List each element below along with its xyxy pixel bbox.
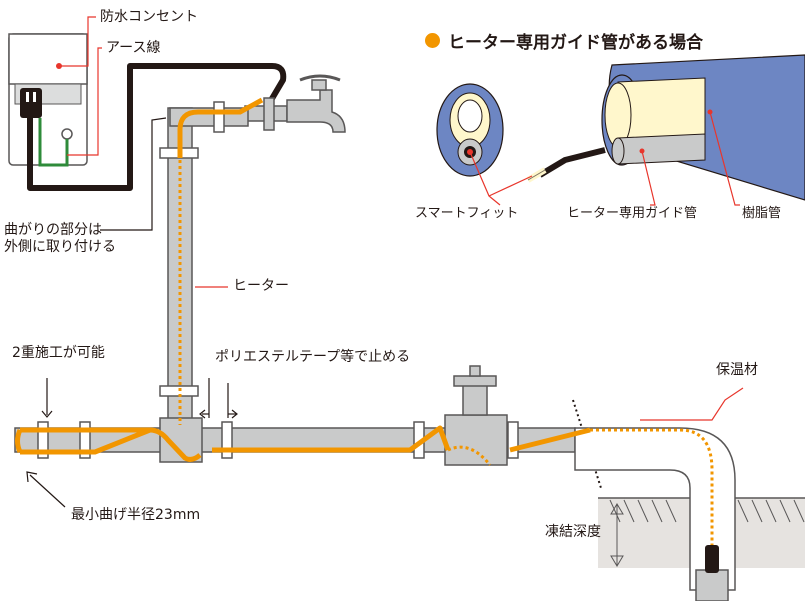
ground-wire-label: アース線 [106,40,161,56]
double-install-label: 2重施工が可能 [12,345,105,361]
heater-cable [15,97,591,462]
riser-pipe [159,101,249,427]
inset-cross-section [436,54,805,206]
ground-wire [38,118,69,167]
waterproof-outlet-label: 防水コンセント [100,9,198,25]
waterproof-outlet-box [8,33,88,166]
inset-title: ヒーター専用ガイド管がある場合 [425,28,703,53]
min-bend-radius-label: 最小曲げ半径23mm [71,507,201,523]
power-cord [27,63,287,191]
orange-bullet-icon [425,33,440,48]
frost-depth-label: 凍結深度 [545,524,601,540]
heater-end-cap [705,545,719,573]
gate-valve [444,365,508,466]
guide-pipe-label: ヒーター専用ガイド管 [567,206,698,221]
black-leaders [26,117,238,508]
bend-note-line-1: 曲がりの部分は [4,222,102,238]
tape-note-label: ポリエステルテープ等で止める [215,349,411,365]
heater-dotted-path [178,160,714,545]
bend-note-line-2: 外側に取り付ける [4,239,116,255]
resin-pipe-label: 樹脂管 [742,206,782,221]
inset-title-text: ヒーター専用ガイド管がある場合 [448,33,703,53]
bend-note-label: 曲がりの部分は 外側に取り付ける [4,222,116,256]
heater-label: ヒーター [233,278,289,294]
insulation-label: 保温材 [716,362,758,378]
leader-lines [59,16,744,421]
underground-elbow [574,427,736,591]
smart-fit-label: スマートフィット [415,206,519,221]
faucet [244,74,346,133]
